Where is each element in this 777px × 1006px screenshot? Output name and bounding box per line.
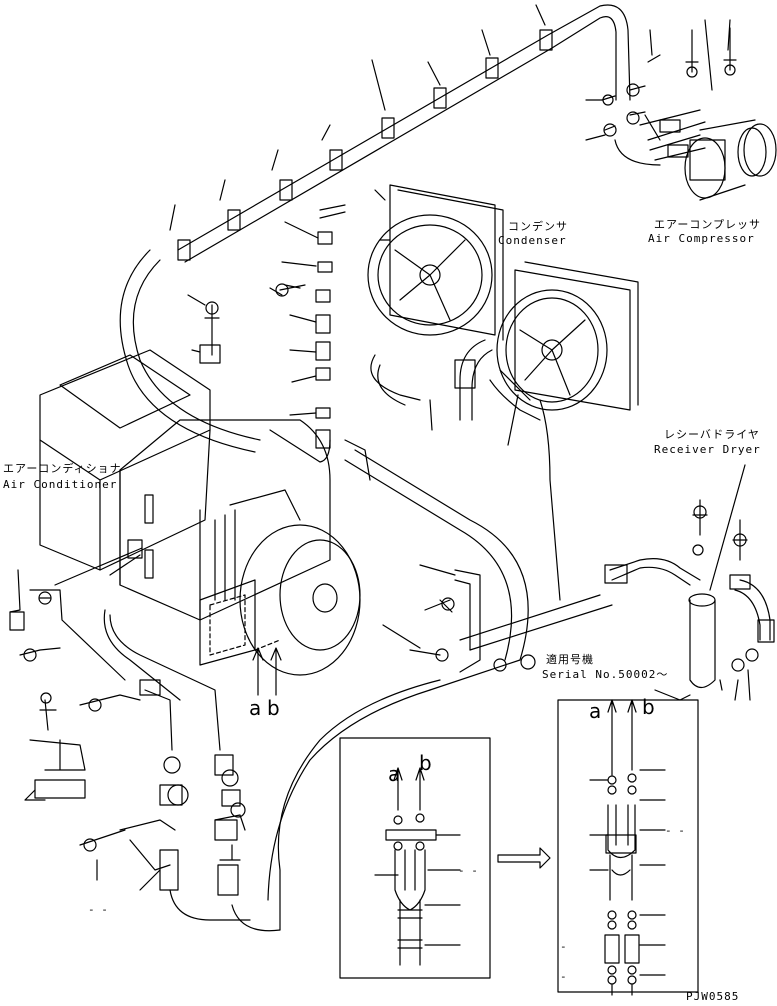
placeholder-dash: - xyxy=(560,940,567,953)
placeholder-dash: - - xyxy=(665,824,685,837)
air-compressor xyxy=(585,19,777,201)
compressor-label-en: Air Compressor xyxy=(648,232,755,245)
lower-left-fittings xyxy=(9,569,246,896)
serial-label-jp: 適用号機 xyxy=(546,653,594,666)
arrow-label-b-main: b xyxy=(267,696,280,720)
aircon-label-jp: エアーコンディショナ xyxy=(3,462,122,475)
condenser-fan-1 xyxy=(367,184,504,341)
top-pipe-rail xyxy=(119,4,631,453)
aircon-label-en: Air Conditioner xyxy=(3,478,118,491)
arrow-label-a-main: a xyxy=(249,696,262,720)
condenser-label-en: Condenser xyxy=(498,234,567,247)
drawing-id: PJW0585 xyxy=(686,990,740,1003)
receiver-dryer xyxy=(604,464,775,701)
clamp-bolt-left xyxy=(187,294,221,364)
receiver-label-jp: レシーバドライヤ xyxy=(664,428,760,441)
main-hoses xyxy=(169,399,613,932)
compressor-label-jp: エアーコンプレッサ xyxy=(654,218,762,231)
arrow-label-a-inset2: a xyxy=(589,699,602,723)
arrow-label-a-inset1: a xyxy=(388,762,401,786)
placeholder-dash: - xyxy=(560,970,567,983)
detail-inset-2 xyxy=(557,699,699,996)
fitting-stack xyxy=(269,204,371,481)
placeholder-dash: - - xyxy=(88,903,108,916)
air-conditioner-unit xyxy=(39,349,361,696)
condenser-hoses xyxy=(370,339,541,446)
rail-clamps xyxy=(177,29,553,261)
serial-label-en: Serial No.50002～ xyxy=(542,668,669,681)
arrow-label-b-inset2: b xyxy=(642,695,655,719)
mount-bracket xyxy=(382,564,536,673)
receiver-label-en: Receiver Dryer xyxy=(654,443,761,456)
arrow-label-b-inset1: b xyxy=(419,751,432,775)
detail-inset-1 xyxy=(339,737,491,979)
condenser-label-jp: コンデンサ xyxy=(508,220,568,233)
condenser-fan-2 xyxy=(496,261,639,411)
placeholder-dash: - - xyxy=(458,864,478,877)
transition-arrow xyxy=(497,847,551,869)
